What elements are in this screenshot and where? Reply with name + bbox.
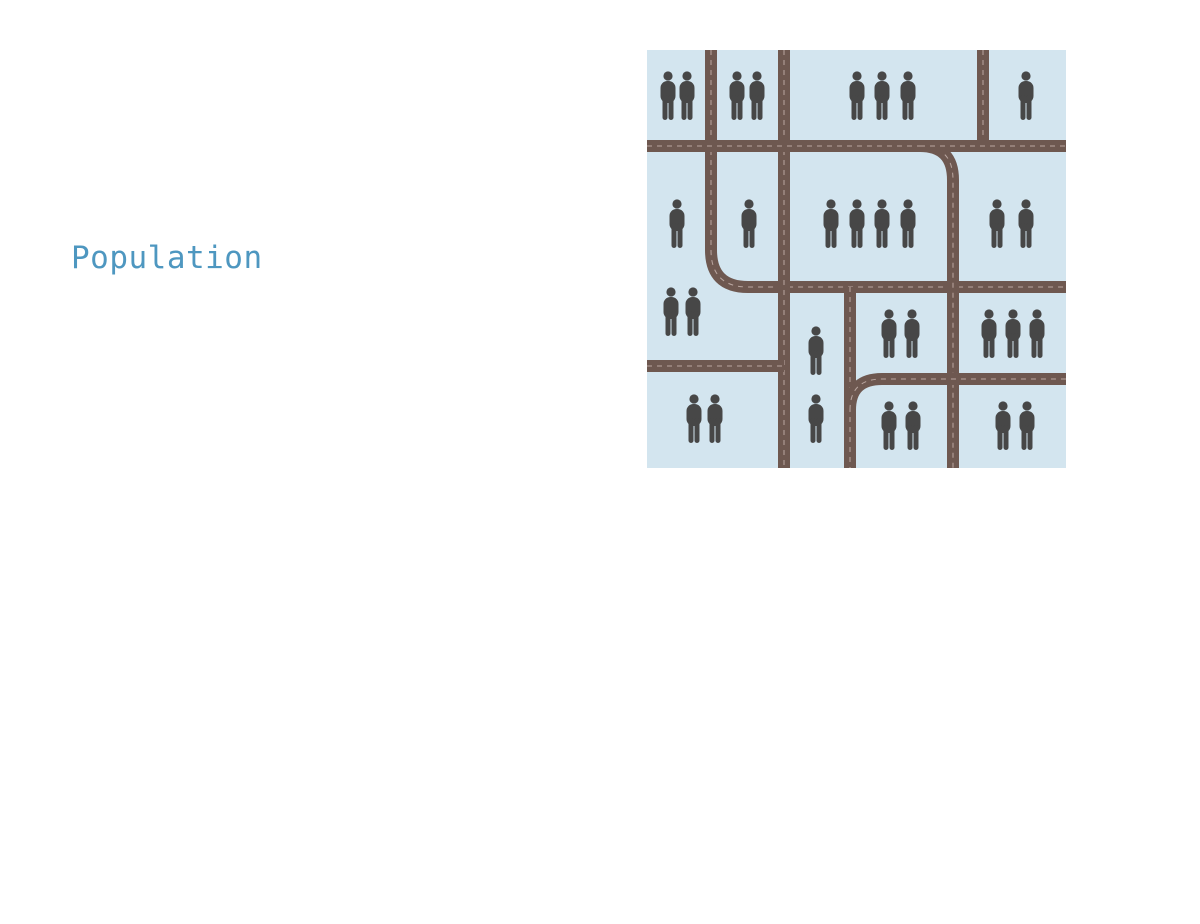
person-icon (981, 309, 997, 358)
person-icon (881, 401, 897, 450)
person-icon (741, 199, 757, 248)
person-icon (1018, 199, 1034, 248)
person-icon (669, 199, 685, 248)
person-icon (679, 71, 695, 120)
person-icon (849, 71, 865, 120)
people-group (660, 71, 1045, 450)
person-icon (660, 71, 676, 120)
person-icon (995, 401, 1011, 450)
person-icon (823, 199, 839, 248)
person-icon (707, 394, 723, 443)
person-icon (749, 71, 765, 120)
person-icon (729, 71, 745, 120)
road-network (647, 50, 1066, 468)
person-icon (808, 326, 824, 375)
person-icon (808, 394, 824, 443)
person-icon (849, 199, 865, 248)
person-icon (1019, 401, 1035, 450)
person-icon (1018, 71, 1034, 120)
person-icon (1029, 309, 1045, 358)
person-icon (904, 309, 920, 358)
page-title: Population (71, 240, 263, 276)
road-lane-marking (710, 50, 1066, 288)
person-icon (989, 199, 1005, 248)
person-icon (1005, 309, 1021, 358)
person-icon (900, 199, 916, 248)
road-lane-marking (849, 378, 1066, 411)
person-icon (874, 199, 890, 248)
person-icon (881, 309, 897, 358)
person-icon (686, 394, 702, 443)
person-icon (905, 401, 921, 450)
person-icon (900, 71, 916, 120)
person-icon (874, 71, 890, 120)
person-icon (685, 287, 701, 336)
person-icon (663, 287, 679, 336)
